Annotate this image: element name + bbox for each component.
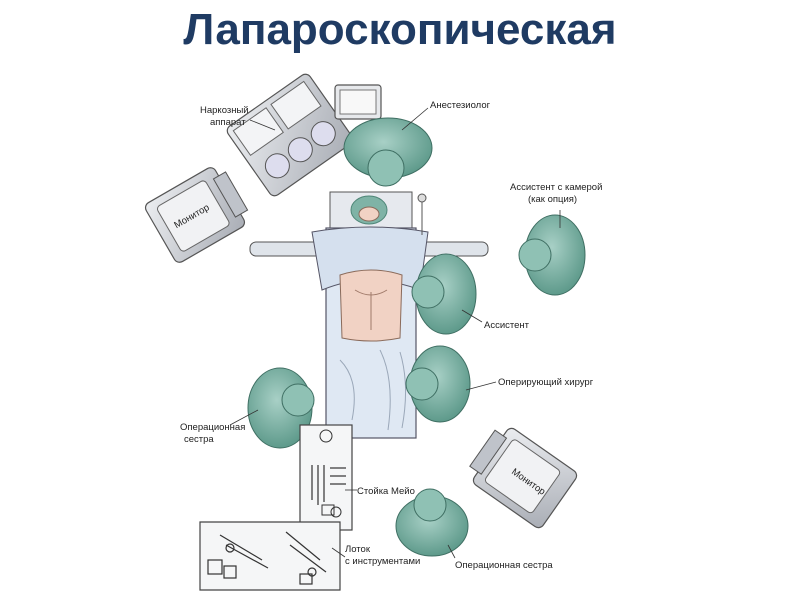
instrument-tray <box>199 521 341 591</box>
label-scrub-nurse-2: сестра <box>184 434 214 445</box>
scrub-nurse <box>247 367 315 449</box>
assistant <box>411 253 477 335</box>
label-anesthesiologist: Анестезиолог <box>430 100 491 111</box>
label-operating-surgeon: Оперирующий хирург <box>498 377 594 388</box>
label-camera-assistant-1: Ассистент с камерой <box>510 182 602 193</box>
label-instrument-tray-1: Лоток <box>345 544 371 555</box>
camera-assistant <box>518 214 586 296</box>
operating-surgeon <box>405 345 471 423</box>
label-scrub-nurse-1: Операционная <box>180 422 245 433</box>
label-instrument-tray-2: с инструментами <box>345 556 420 567</box>
label-assistant: Ассистент <box>484 320 530 331</box>
label-pointers <box>229 107 561 559</box>
page-subtitle: аппендэктомия <box>232 57 568 106</box>
label-mayo-stand: Стойка Мейо <box>357 486 415 497</box>
monitor-left <box>144 167 249 263</box>
label-anesthesia-machine-2: аппарат <box>210 117 246 128</box>
label-circulating-nurse: Операционная сестра <box>455 560 553 571</box>
operating-table <box>249 191 489 439</box>
label-anesthesia-machine-1: Наркозный <box>200 105 249 116</box>
page-title: Лапароскопическая <box>183 5 617 54</box>
anesthesia-machine <box>226 73 382 197</box>
anesthesiologist <box>343 117 433 187</box>
label-camera-assistant-2: (как опция) <box>528 194 577 205</box>
circulating-nurse <box>395 488 469 557</box>
monitor-right <box>469 427 578 529</box>
mayo-stand <box>299 424 353 531</box>
